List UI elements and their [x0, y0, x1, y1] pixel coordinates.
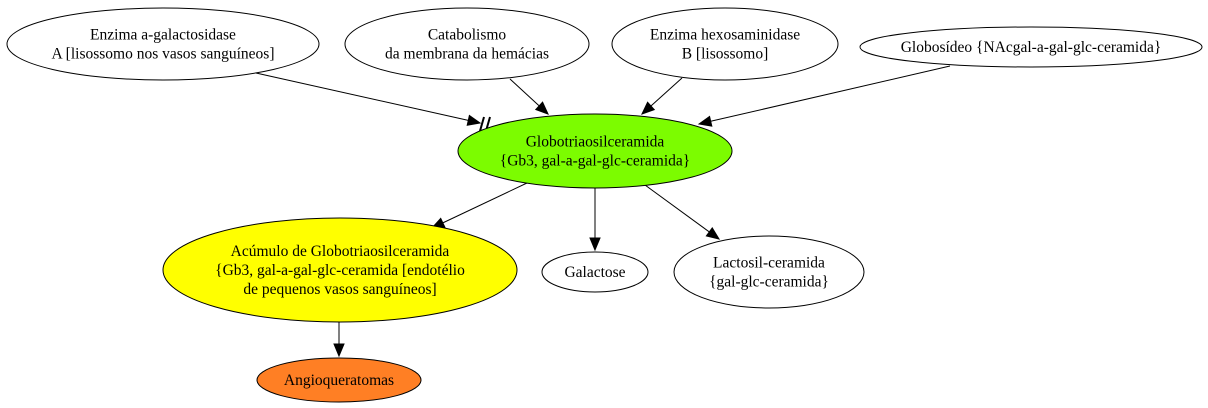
node-label-line: Enzima a-galactosidase — [90, 27, 236, 44]
node-enzyme-a-galactosidase: Enzima a-galactosidase A [lisossomo nos v… — [6, 7, 320, 81]
node-ellipse — [859, 26, 1203, 68]
arrowhead — [466, 114, 482, 126]
node-ellipse — [611, 7, 839, 81]
node-ellipse — [457, 113, 733, 189]
node-label-line: Angioqueratomas — [284, 372, 394, 389]
edge-enzyme_b-to-gb3 — [641, 77, 683, 115]
node-label-line: da membrana da hemácias — [385, 46, 549, 63]
node-label-line: Catabolismo — [428, 27, 507, 44]
edge-gb3-to-galactose — [589, 188, 601, 252]
node-label-line: Enzima hexosaminidase — [650, 27, 800, 44]
node-angioqueratomas: Angioqueratomas — [256, 357, 422, 403]
node-ellipse — [344, 7, 590, 81]
node-enzima-hexosaminidase: Enzima hexosaminidase B [lisossomo] — [611, 7, 839, 81]
edge-line — [644, 184, 710, 233]
node-label-line: {gal-glc-ceramida} — [709, 274, 829, 291]
node-label-line: {Gb3, gal-a-gal-glc-ceramida [endotélio — [215, 262, 465, 279]
node-label-line: de pequenos vasos sanguíneos] — [243, 281, 436, 298]
edge-accumulation-to-angio — [333, 322, 345, 358]
node-ellipse — [673, 235, 865, 309]
edge-line — [650, 77, 683, 107]
edge-globoside-to-gb3 — [697, 65, 951, 127]
nodes-layer: Enzima a-galactosidase A [lisossomo nos v… — [6, 7, 1203, 403]
node-label-line: Globosídeo {NAcgal-a-gal-glc-ceramida} — [901, 39, 1162, 56]
node-ellipse — [6, 7, 320, 81]
node-label-line: B [lisossomo] — [682, 46, 769, 63]
edge-catabolism-to-gb3 — [509, 78, 549, 115]
node-galactose: Galactose — [541, 251, 649, 293]
node-label-line: {Gb3, gal-a-gal-glc-ceramida} — [500, 153, 690, 170]
node-label-line: Lactosil-ceramida — [713, 255, 825, 272]
node-ellipse — [541, 251, 649, 293]
node-globotriaosilceramida: Globotriaosilceramida {Gb3, gal-a-gal-glc… — [457, 113, 733, 189]
arrowhead — [589, 237, 601, 252]
edge-line — [442, 182, 528, 224]
arrowhead — [641, 101, 656, 115]
arrowhead — [534, 101, 549, 115]
arrowhead — [697, 115, 713, 127]
arrowhead — [705, 226, 721, 240]
node-catabolismo: Catabolismo da membrana da hemácias — [344, 7, 590, 81]
node-lactosil-ceramida: Lactosil-ceramida {gal-glc-ceramida} — [673, 235, 865, 309]
node-label-line: Galactose — [564, 264, 625, 281]
node-globosideo: Globosídeo {NAcgal-a-gal-glc-ceramida} — [859, 26, 1203, 68]
arrowhead — [333, 343, 345, 358]
edge-line — [710, 65, 951, 122]
edge-gb3-to-lactosyl — [644, 184, 721, 240]
node-ellipse — [256, 357, 422, 403]
node-label-line: Acúmulo de Globotriaosilceramida — [231, 243, 450, 260]
edge-line — [255, 72, 469, 121]
edge-gb3-to-accumulation — [430, 182, 528, 229]
edge-enzyme_a-to-gb3 — [255, 72, 491, 132]
node-acumulo-gb3: Acúmulo de Globotriaosilceramida {Gb3, ga… — [162, 217, 518, 323]
node-label-line: Globotriaosilceramida — [526, 134, 665, 151]
node-ellipse — [162, 217, 518, 323]
edge-line — [509, 78, 540, 107]
node-label-line: A [lisossomo nos vasos sanguíneos] — [51, 46, 274, 63]
